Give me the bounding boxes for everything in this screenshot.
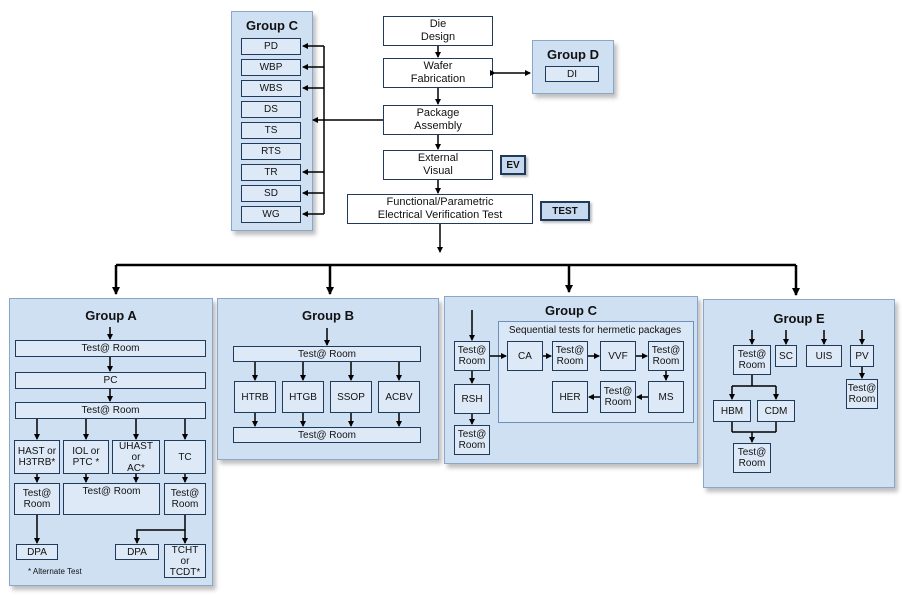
package-assembly-box: Package Assembly — [383, 105, 493, 135]
pv-box: PV — [850, 345, 874, 367]
htgb-box: HTGB — [282, 381, 324, 413]
test-room-box: Test@ Room — [63, 483, 160, 515]
test-room-box: Test@ Room — [552, 341, 588, 371]
test-room-box: Test@ Room — [15, 340, 206, 357]
pc-box: PC — [15, 372, 206, 389]
her-box: HER — [552, 381, 588, 413]
group-c-item: RTS — [241, 143, 301, 160]
test-room-box: Test@ Room — [600, 381, 636, 413]
functional-test-box: Functional/Parametric Electrical Verific… — [347, 194, 533, 224]
ca-box: CA — [507, 341, 543, 371]
htrb-box: HTRB — [234, 381, 276, 413]
tc-box: TC — [164, 440, 206, 474]
ev-label: EV — [506, 159, 520, 171]
test-room-label: Test@ Room — [737, 447, 767, 469]
rsh-box: RSH — [454, 384, 490, 414]
test-room-label: Test@ Room — [847, 383, 877, 405]
test-room-box: Test@ Room — [164, 483, 206, 515]
group-c-item: WG — [241, 206, 301, 223]
cdm-box: CDM — [757, 400, 795, 422]
ms-box: MS — [648, 381, 684, 413]
acbv-box: ACBV — [378, 381, 420, 413]
test-room-box: Test@ Room — [454, 425, 490, 455]
group-b-title: Group B — [302, 308, 354, 323]
tcht-box: TCHT or TCDT* — [164, 544, 206, 578]
hast-label: HAST or H3TRB* — [17, 446, 57, 468]
test-room-label: Test@ Room — [82, 486, 141, 497]
group-c-item: DS — [241, 101, 301, 118]
test-room-box: Test@ Room — [454, 341, 490, 371]
wafer-fabrication-box: Wafer Fabrication — [383, 58, 493, 88]
group-c-bottom-title: Group C — [545, 303, 597, 318]
package-assembly-label: Package Assembly — [414, 107, 462, 132]
test-room-label: Test@ Room — [457, 345, 487, 367]
external-visual-box: External Visual — [383, 150, 493, 180]
hast-box: HAST or H3TRB* — [14, 440, 60, 474]
ev-tag: EV — [500, 155, 526, 175]
test-room-label: Test@ Room — [457, 429, 487, 451]
test-label: TEST — [552, 205, 578, 217]
group-a-title: Group A — [85, 308, 137, 323]
vvf-box: VVF — [600, 341, 636, 371]
external-visual-label: External Visual — [417, 152, 459, 177]
dpa-box: DPA — [16, 544, 58, 560]
test-room-label: Test@ Room — [603, 386, 633, 408]
test-room-label: Test@ Room — [737, 349, 767, 371]
iol-box: IOL or PTC * — [63, 440, 109, 474]
test-room-box: Test@ Room — [733, 443, 771, 473]
functional-test-label: Functional/Parametric Electrical Verific… — [377, 196, 503, 221]
group-c-item: TR — [241, 164, 301, 181]
test-room-box: Test@ Room — [648, 341, 684, 371]
test-room-box: Test@ Room — [233, 427, 421, 443]
wafer-fabrication-label: Wafer Fabrication — [410, 60, 466, 85]
sc-box: SC — [775, 345, 797, 367]
group-c-item: PD — [241, 38, 301, 55]
test-room-box: Test@ Room — [15, 402, 206, 419]
hbm-box: HBM — [713, 400, 751, 422]
group-c-item: WBS — [241, 80, 301, 97]
die-design-box: Die Design — [383, 16, 493, 46]
test-tag: TEST — [540, 201, 590, 221]
test-room-box: Test@ Room — [14, 483, 60, 515]
iol-label: IOL or PTC * — [72, 446, 100, 468]
test-room-box: Test@ Room — [846, 379, 878, 409]
test-room-label: Test@ Room — [555, 345, 585, 367]
test-room-label: Test@ Room — [22, 488, 52, 510]
die-design-label: Die Design — [420, 18, 456, 43]
group-e-title: Group E — [773, 311, 825, 326]
test-room-box: Test@ Room — [233, 346, 421, 362]
test-room-box: Test@ Room — [733, 345, 771, 375]
group-d-item: DI — [545, 66, 599, 82]
test-room-label: Test@ Room — [170, 488, 200, 510]
uhast-box: UHAST or AC* — [112, 440, 160, 474]
alternate-test-note: * Alternate Test — [28, 567, 82, 576]
uhast-label: UHAST or AC* — [119, 440, 153, 474]
group-d-title: Group D — [547, 47, 599, 62]
uis-box: UIS — [806, 345, 842, 367]
test-room-label: Test@ Room — [651, 345, 681, 367]
tcht-label: TCHT or TCDT* — [169, 544, 201, 578]
group-c-item: WBP — [241, 59, 301, 76]
group-c-item: TS — [241, 122, 301, 139]
dpa-box: DPA — [115, 544, 159, 560]
sequential-tests-title: Sequential tests for hermetic packages — [508, 325, 682, 336]
group-c-top-title: Group C — [246, 18, 298, 33]
group-c-item: SD — [241, 185, 301, 202]
ssop-box: SSOP — [330, 381, 372, 413]
